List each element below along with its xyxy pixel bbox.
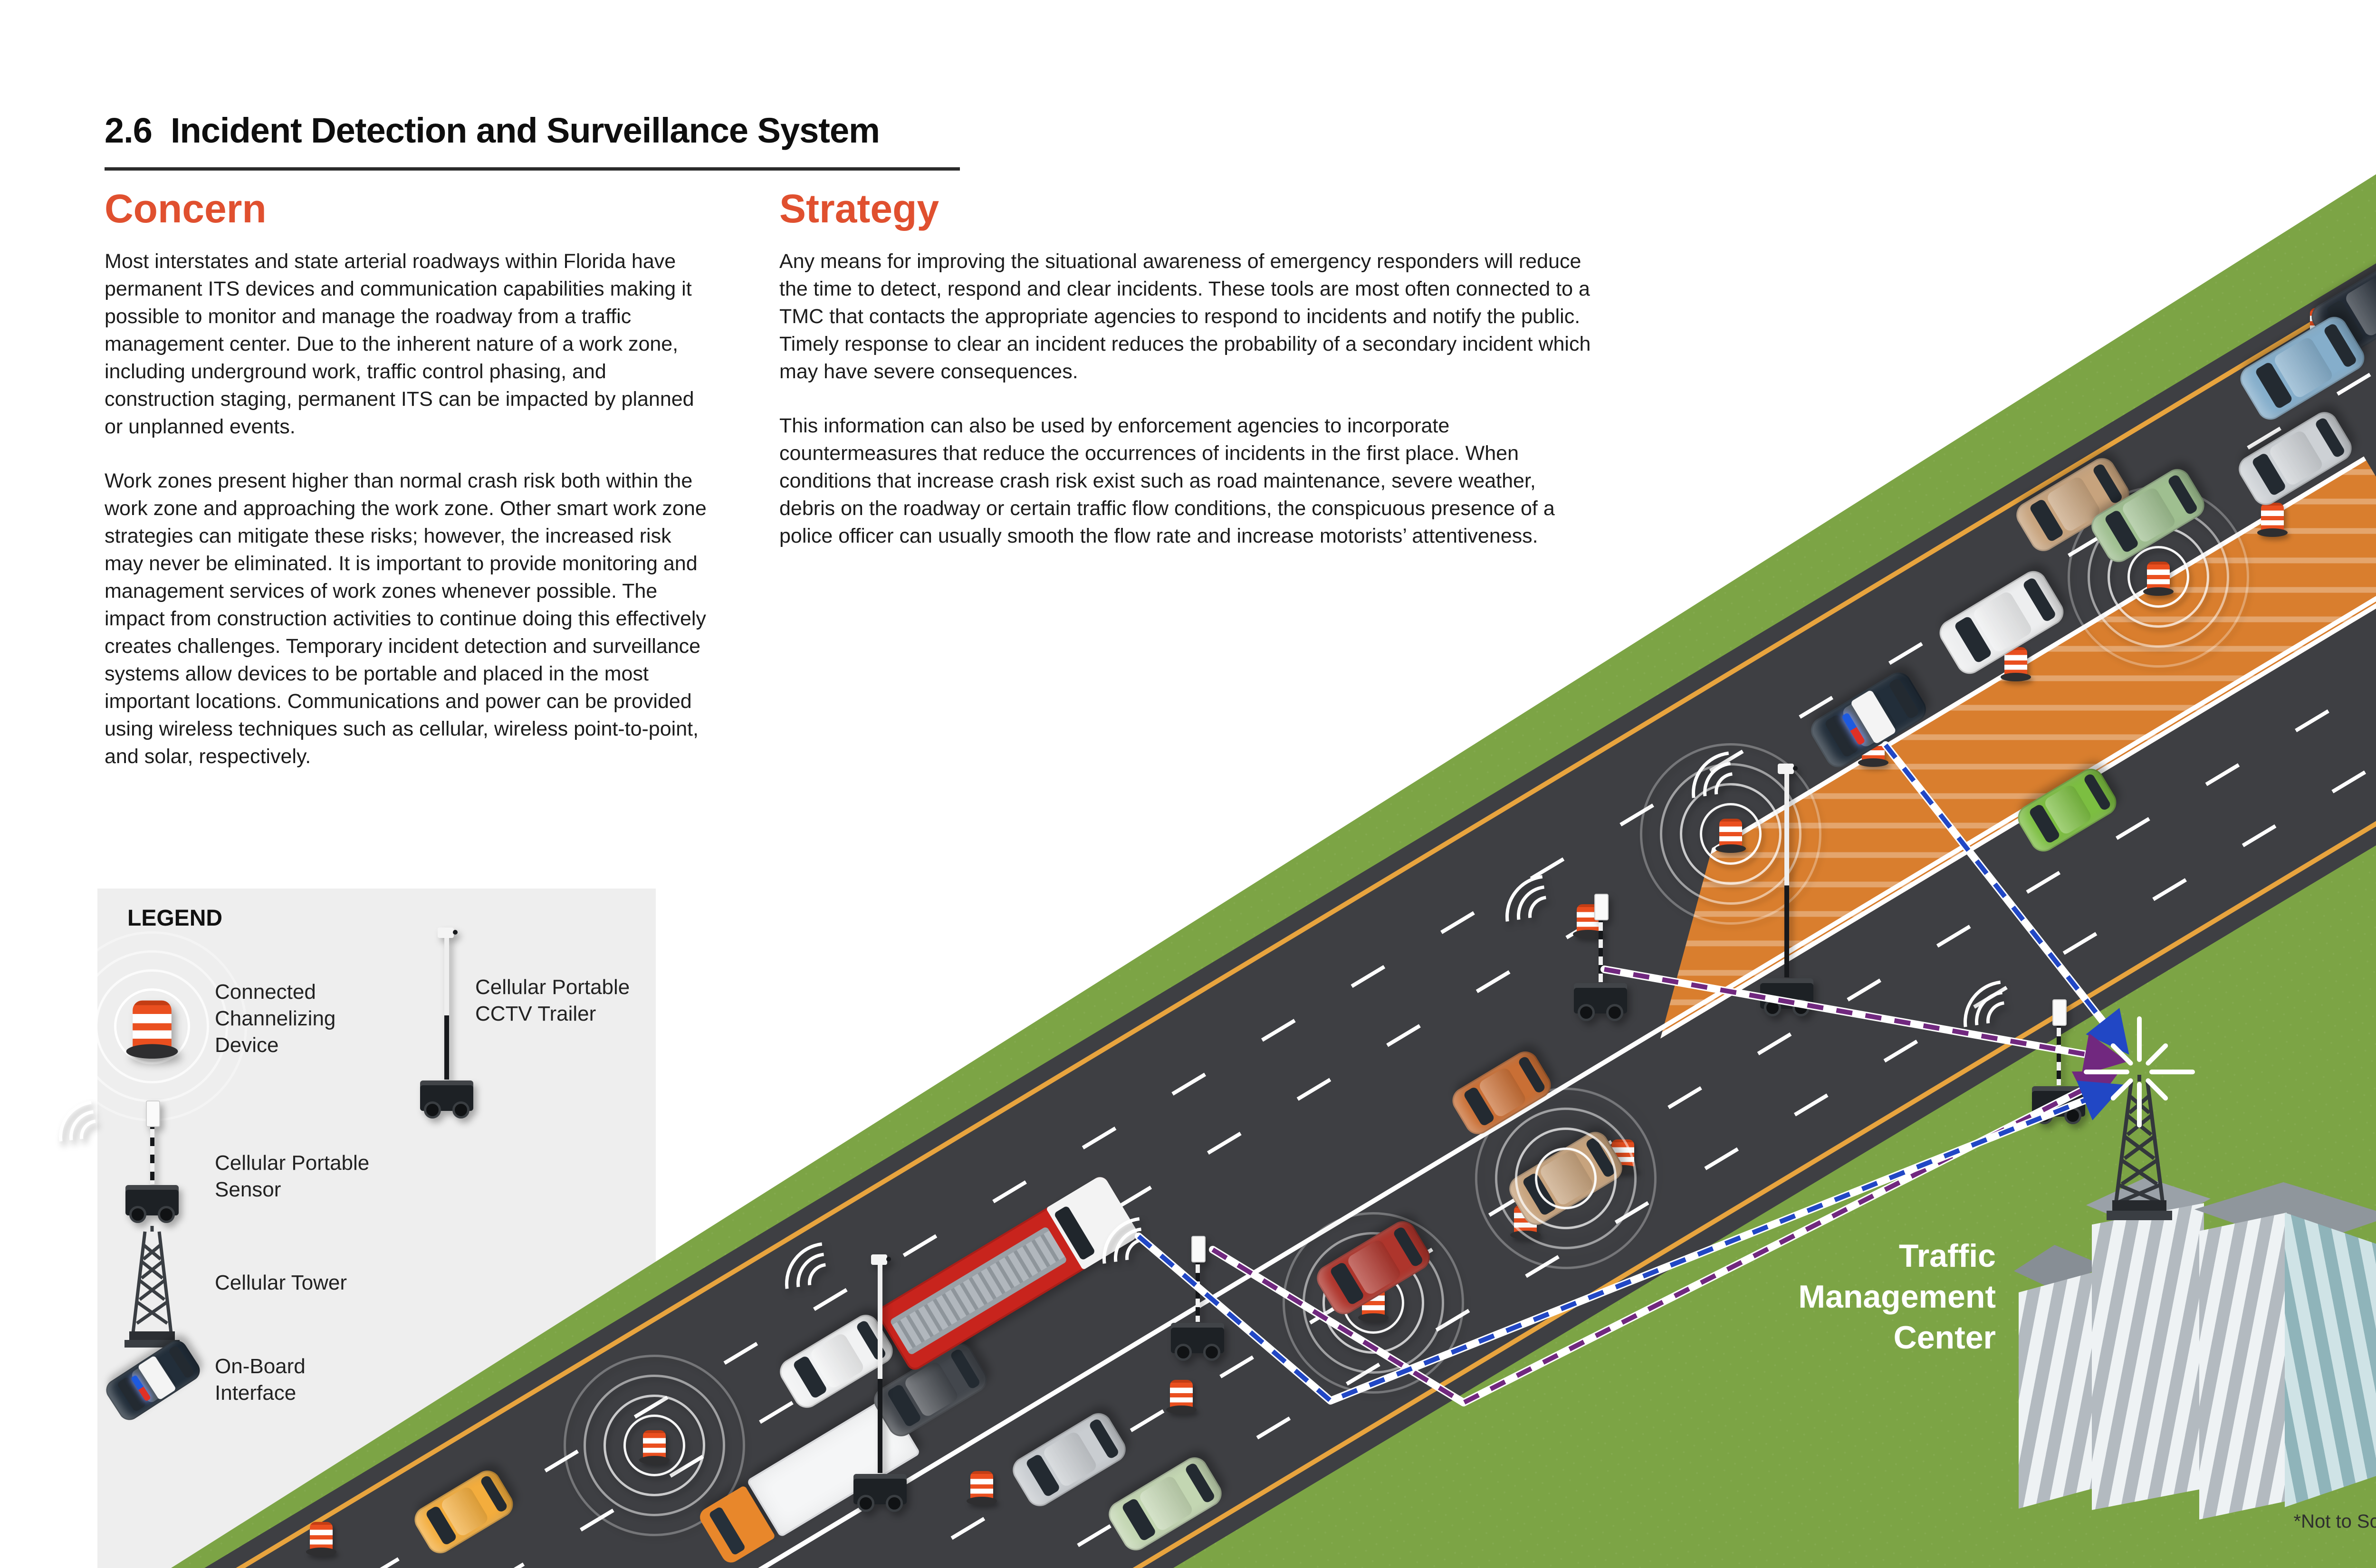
cctv-trailer-icon	[420, 927, 473, 1119]
page-title: 2.6 Incident Detection and Surveillance …	[105, 111, 880, 150]
cctv-trailer	[768, 1225, 907, 1512]
tmc-label: Traffic Management Center	[1798, 1238, 1996, 1356]
sensor-trailer-icon	[44, 1085, 179, 1223]
building-face	[2092, 1203, 2204, 1510]
channelizing-device-barrel	[967, 1471, 997, 1505]
title-underline	[105, 167, 960, 171]
building-face	[2199, 1213, 2287, 1520]
sensor-trailer	[1085, 1200, 1224, 1361]
strategy-paragraph-2: This information can also be used by enf…	[779, 414, 1555, 547]
signal-burst-icon	[2084, 1016, 2195, 1128]
legend-item-on-board-interface: On-Board Interface	[215, 1355, 306, 1405]
channelizing-device-barrel	[306, 1522, 336, 1556]
strategy-section: Strategy Any means for improving the sit…	[779, 188, 1597, 576]
legend-item-cellular-portable-sensor: Cellular Portable Sensor	[215, 1151, 370, 1201]
concern-section: Concern Most interstates and state arter…	[105, 188, 713, 797]
comm-link-purple	[1211, 1071, 2120, 1405]
building-face-teal	[2285, 1213, 2376, 1507]
strategy-paragraph-1: Any means for improving the situational …	[779, 250, 1591, 383]
concern-paragraph-1: Most interstates and state arterial road…	[105, 250, 694, 438]
legend-item-cellular-portable-cctv-trailer: Cellular Portable CCTV Trailer	[475, 975, 630, 1025]
not-to-scale-note: *Not to Scale	[2293, 1511, 2376, 1532]
traffic-management-center-building	[1991, 1174, 2376, 1520]
channelizing-device-barrel	[2257, 503, 2288, 537]
legend-item-cellular-tower: Cellular Tower	[215, 1271, 347, 1294]
legend-item-connected-channelizing-device: Connected Channelizing Device	[215, 980, 336, 1057]
cellular-tower-icon	[125, 1226, 180, 1348]
legend-title: LEGEND	[127, 906, 223, 931]
concern-heading: Concern	[105, 186, 267, 231]
concern-paragraph-2: Work zones present higher than normal cr…	[105, 469, 707, 768]
strategy-heading: Strategy	[779, 186, 939, 231]
channelizing-device-barrel	[1166, 1380, 1197, 1414]
comm-link-blue	[1884, 743, 2129, 1055]
building-face	[2019, 1271, 2098, 1509]
sensor-trailer	[1488, 858, 1627, 1021]
cone-icon	[126, 1000, 178, 1059]
